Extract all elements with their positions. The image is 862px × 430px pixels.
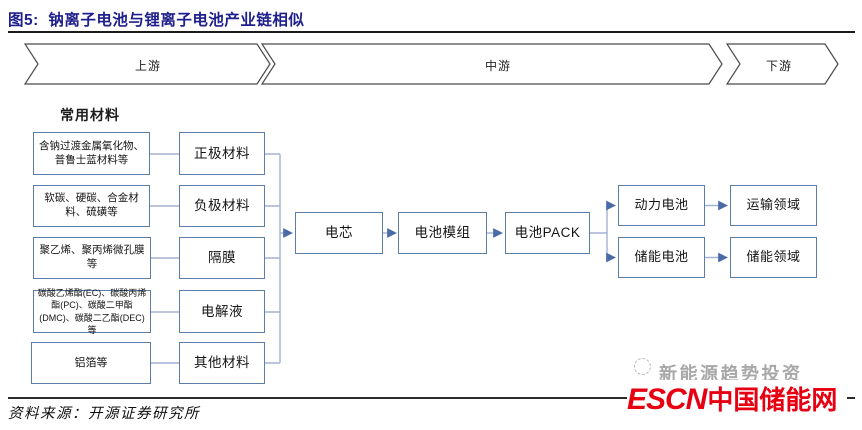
category-separator: 隔膜 <box>179 237 265 279</box>
category-anode-material: 负极材料 <box>179 185 265 227</box>
escn-logo: ESCN 中国储能网 <box>627 380 847 420</box>
storage-battery-box: 储能电池 <box>618 237 705 278</box>
chain-pack-box: 电池PACK <box>505 212 590 254</box>
materials-header: 常用材料 <box>60 107 120 123</box>
chain-module-box: 电池模组 <box>398 212 487 254</box>
watermark-circle-icon <box>634 358 651 375</box>
stage-label-midstream: 中游 <box>484 59 512 73</box>
source-note: 资料来源：开源证券研究所 <box>8 406 200 422</box>
storage-field-box: 储能领域 <box>730 237 817 278</box>
connector-lines <box>150 153 608 364</box>
figure-title: 图5: 钠离子电池与锂离子电池产业链相似 <box>8 12 305 29</box>
power-battery-box: 动力电池 <box>618 185 705 226</box>
footer-rule <box>8 397 855 399</box>
stage-chevron-upstream <box>23 43 271 85</box>
material-input-anode: 软碳、硬碳、合金材料、硫磺等 <box>33 185 150 227</box>
transport-field-box: 运输领域 <box>730 185 817 226</box>
escn-logo-en: ESCN <box>627 383 707 416</box>
stage-label-downstream: 下游 <box>765 59 793 73</box>
title-underline <box>8 31 855 33</box>
category-cathode-material: 正极材料 <box>179 132 265 175</box>
material-input-electrolyte: 碳酸乙烯酯(EC)、碳酸丙烯酯(PC)、碳酸二甲酯(DMC)、碳酸二乙酯(DEC… <box>33 288 151 335</box>
chain-cell-box: 电芯 <box>295 212 383 254</box>
category-other-materials: 其他材料 <box>179 342 265 384</box>
watermark-text: 新能源趋势投资 <box>659 364 803 384</box>
material-input-cathode: 含钠过渡金属氧化物、普鲁士蓝材料等 <box>33 132 150 175</box>
material-input-other: 铝箔等 <box>31 342 151 384</box>
category-electrolyte: 电解液 <box>179 290 265 333</box>
stage-chevron-downstream <box>725 43 839 85</box>
stage-label-upstream: 上游 <box>134 59 162 73</box>
escn-logo-cn: 中国储能网 <box>707 385 838 415</box>
material-input-separator: 聚乙烯、聚丙烯微孔膜等 <box>33 237 151 279</box>
stage-chevron-midstream <box>260 43 723 85</box>
